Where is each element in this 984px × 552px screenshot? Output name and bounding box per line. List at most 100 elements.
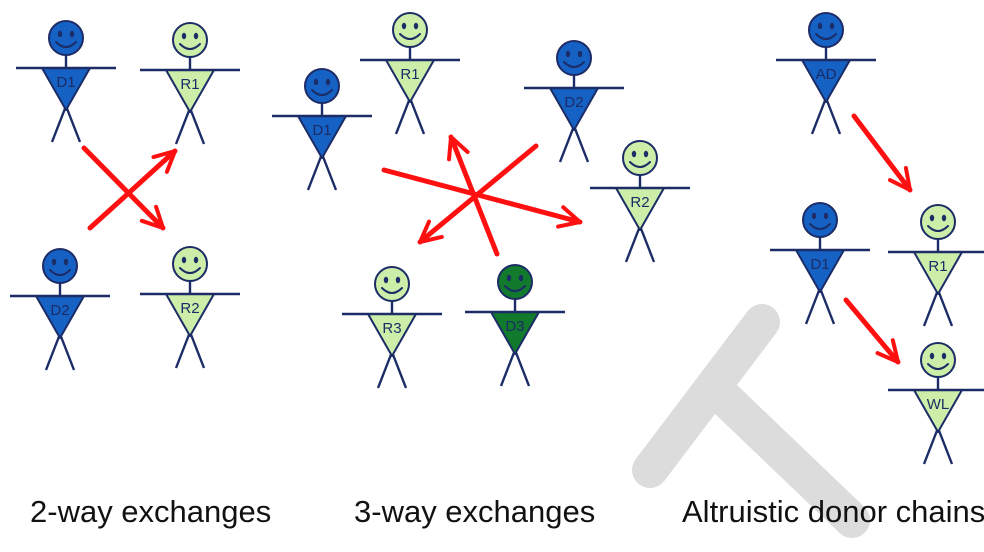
left-eye xyxy=(929,214,935,222)
smile xyxy=(179,43,201,50)
smile xyxy=(927,225,949,232)
caption-3-way: 3-way exchanges xyxy=(354,494,596,529)
left-leg xyxy=(922,427,940,465)
left-eye xyxy=(181,256,187,264)
figure-label: R1 xyxy=(400,66,419,83)
right-leg xyxy=(58,333,76,371)
figure-label: AD xyxy=(816,66,837,83)
right-leg xyxy=(818,287,836,325)
right-eye xyxy=(413,22,419,30)
left-eye xyxy=(181,32,187,40)
head xyxy=(374,266,410,302)
watermark xyxy=(632,304,870,538)
smile xyxy=(504,285,526,292)
figure-label: D1 xyxy=(810,256,829,273)
right-eye xyxy=(193,256,199,264)
smile xyxy=(399,33,421,40)
figure-donor-d2: D2 xyxy=(524,40,624,163)
figure-recipient-r2: R2 xyxy=(140,246,240,369)
left-eye xyxy=(817,22,823,30)
smile xyxy=(815,33,837,40)
right-eye xyxy=(823,212,829,220)
figure-label: R2 xyxy=(630,194,649,211)
left-leg xyxy=(922,289,940,327)
figure-label: R2 xyxy=(180,300,199,317)
left-eye xyxy=(383,276,389,284)
left-leg xyxy=(810,97,828,135)
left-leg xyxy=(306,153,324,191)
head xyxy=(172,246,208,282)
figure-label: D1 xyxy=(312,122,331,139)
head xyxy=(304,68,340,104)
figure-label: R1 xyxy=(180,76,199,93)
figure-donor-d1: D1 xyxy=(770,202,870,325)
arrows-layer xyxy=(81,113,913,365)
figure-donor-dark-d3: D3 xyxy=(465,264,565,387)
figure-donor-d2: D2 xyxy=(10,248,110,371)
head xyxy=(808,12,844,48)
left-leg xyxy=(804,287,822,325)
left-eye xyxy=(313,78,319,86)
left-leg xyxy=(174,107,192,145)
arrow-d1-to-r2 xyxy=(81,145,166,231)
right-leg xyxy=(513,349,531,387)
head xyxy=(802,202,838,238)
head xyxy=(48,20,84,56)
caption-2-way: 2-way exchanges xyxy=(30,494,272,529)
figure-label: D2 xyxy=(564,94,583,111)
caption-altruistic: Altruistic donor chains xyxy=(682,494,984,529)
right-leg xyxy=(408,97,426,135)
left-eye xyxy=(631,150,637,158)
smile xyxy=(55,41,77,48)
right-eye xyxy=(193,32,199,40)
figure-label: D1 xyxy=(56,74,75,91)
arrow-d3-to-r1 xyxy=(447,134,500,257)
smile xyxy=(381,287,403,294)
figure-recipient-wl: WL xyxy=(888,342,984,465)
head xyxy=(497,264,533,300)
left-leg xyxy=(376,351,394,389)
smile xyxy=(809,223,831,230)
left-leg xyxy=(44,333,62,371)
right-leg xyxy=(390,351,408,389)
left-eye xyxy=(51,258,57,266)
figure-recipient-r3: R3 xyxy=(342,266,442,389)
left-leg xyxy=(499,349,517,387)
arrow-d2-to-r1 xyxy=(87,148,178,231)
right-eye xyxy=(829,22,835,30)
figure-recipient-r1: R1 xyxy=(360,12,460,135)
figure-label: D2 xyxy=(50,302,69,319)
left-leg xyxy=(394,97,412,135)
right-leg xyxy=(638,225,656,263)
right-leg xyxy=(188,331,206,369)
smile xyxy=(927,363,949,370)
smile xyxy=(629,161,651,168)
head xyxy=(392,12,428,48)
figure-label: D3 xyxy=(505,318,524,335)
left-leg xyxy=(624,225,642,263)
left-eye xyxy=(811,212,817,220)
figure-donor-ad: AD xyxy=(776,12,876,135)
figure-label: WL xyxy=(927,396,950,413)
left-eye xyxy=(401,22,407,30)
figure-donor-d1: D1 xyxy=(16,20,116,143)
left-eye xyxy=(565,50,571,58)
right-leg xyxy=(188,107,206,145)
right-eye xyxy=(69,30,75,38)
head xyxy=(920,342,956,378)
left-eye xyxy=(929,352,935,360)
right-eye xyxy=(941,214,947,222)
figure-label: R3 xyxy=(382,320,401,337)
smile xyxy=(49,269,71,276)
right-leg xyxy=(824,97,842,135)
head xyxy=(172,22,208,58)
left-leg xyxy=(174,331,192,369)
arrow-ad-to-r1 xyxy=(851,113,913,193)
right-eye xyxy=(63,258,69,266)
head xyxy=(42,248,78,284)
right-eye xyxy=(395,276,401,284)
smile xyxy=(179,267,201,274)
right-leg xyxy=(320,153,338,191)
left-leg xyxy=(558,125,576,163)
